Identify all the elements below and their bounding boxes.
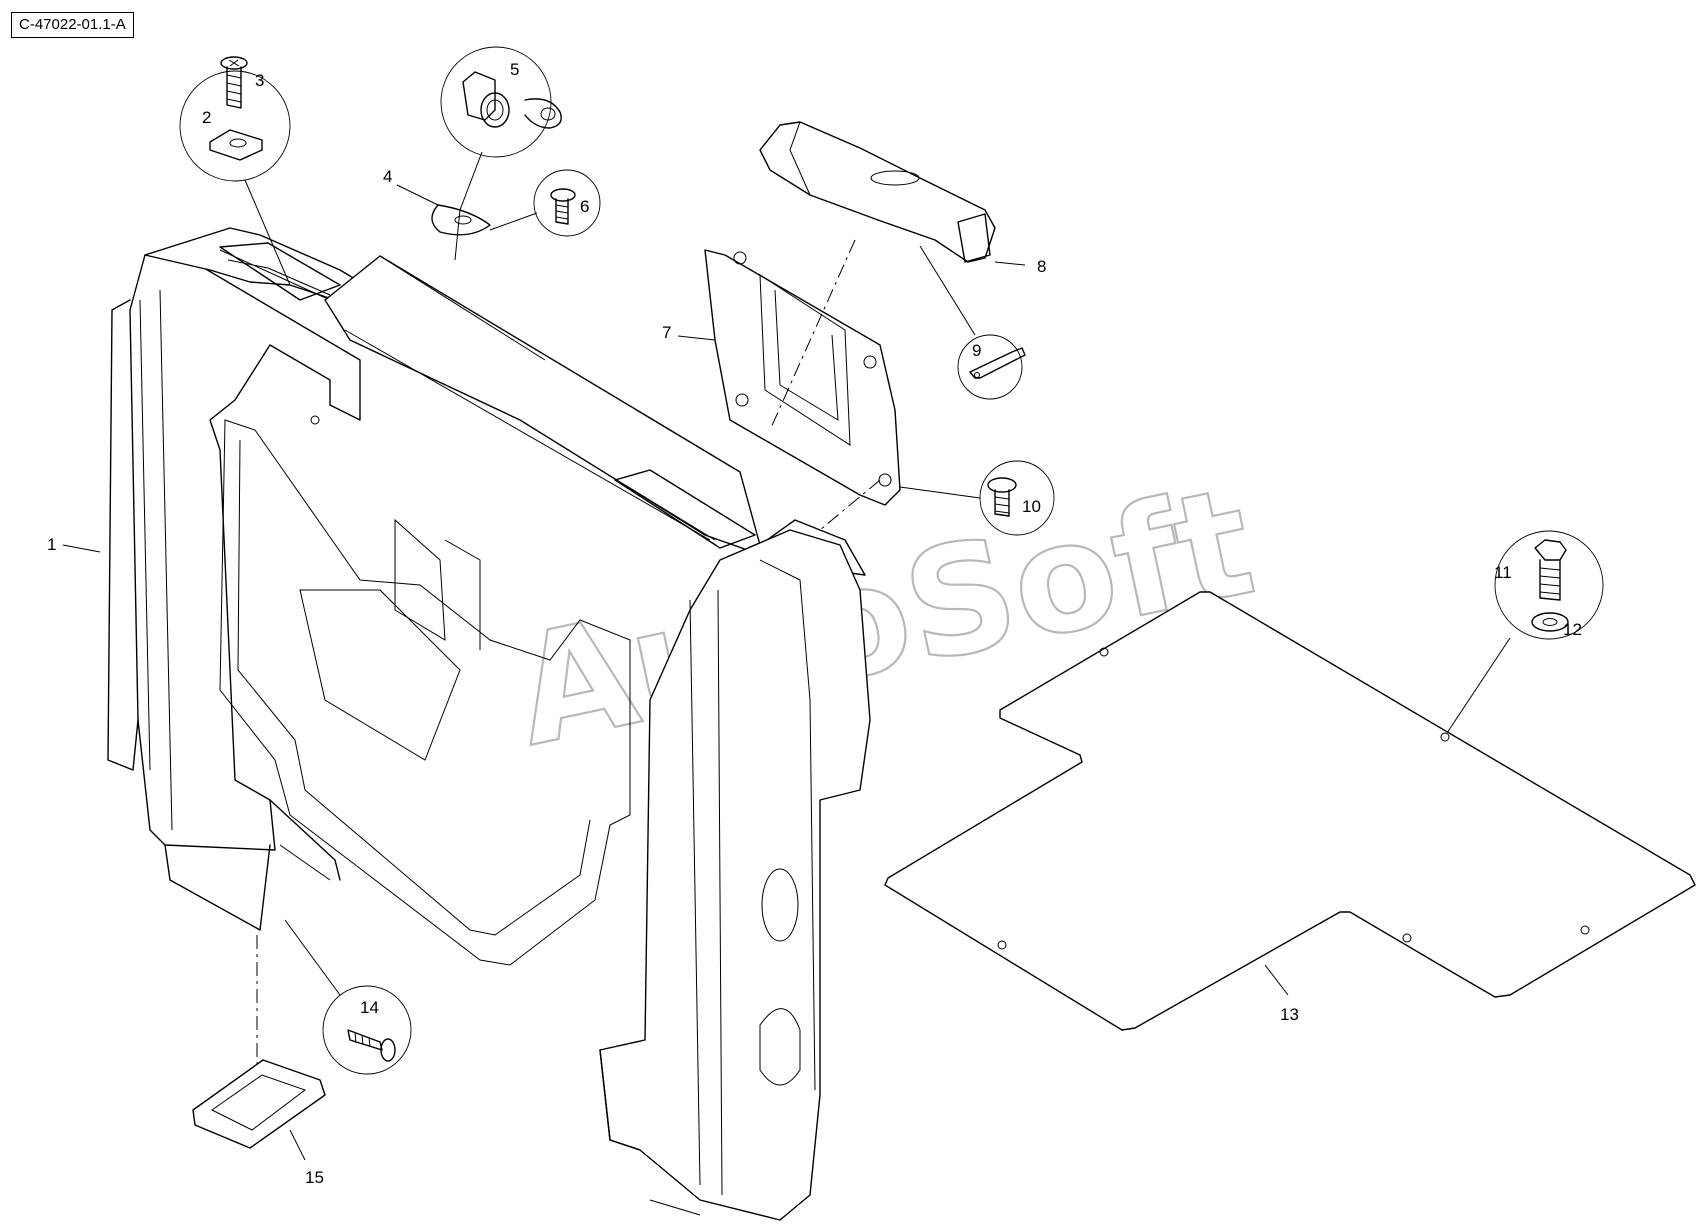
part-15-grommet[interactable] [192, 1059, 326, 1149]
leader-5 [454, 151, 483, 261]
leader-7 [677, 335, 716, 341]
part-label-2: 2 [202, 108, 211, 127]
leader-1 [62, 544, 101, 553]
leader-14 [284, 919, 341, 996]
leader-8 [994, 261, 1026, 266]
drawing-reference: C-47022-01.1-A [11, 12, 134, 38]
part-label-11: 11 [1494, 563, 1512, 582]
part-13-floor-mat[interactable] [884, 591, 1696, 1031]
centerline-7 [819, 479, 881, 531]
leader-11-12 [1446, 637, 1511, 734]
part-1-main-panel[interactable] [107, 227, 871, 1221]
leader-4 [396, 184, 439, 206]
part-7-bezel-frame[interactable] [704, 249, 901, 506]
leader-6 [489, 212, 538, 231]
leader-2-3 [244, 179, 291, 286]
leader-15 [289, 1129, 306, 1161]
part-label-12: 12 [1563, 620, 1582, 639]
part-label-3: 3 [255, 71, 264, 90]
part-label-6: 6 [580, 197, 589, 216]
part-2-3-detail[interactable] [179, 56, 291, 182]
part-14-screw-detail[interactable] [322, 985, 412, 1075]
part-4-washer[interactable] [431, 204, 491, 236]
part-8-handle[interactable] [759, 121, 996, 263]
part-label-14: 14 [360, 998, 379, 1017]
leader-9 [919, 245, 976, 336]
part-6-screw-detail[interactable] [533, 169, 601, 237]
part-label-7: 7 [662, 323, 671, 342]
part-label-9: 9 [972, 341, 981, 360]
part-label-15: 15 [305, 1168, 324, 1187]
part-11-12-bolt-detail[interactable] [1494, 530, 1604, 640]
centerline-8 [769, 239, 856, 431]
part-label-8: 8 [1037, 257, 1046, 276]
part-label-10: 10 [1022, 497, 1041, 516]
leader-10 [899, 486, 981, 499]
part-5-socket-detail[interactable] [440, 46, 562, 158]
part-10-screw-detail[interactable] [979, 460, 1055, 536]
part-label-5: 5 [510, 60, 519, 79]
leader-13 [1264, 964, 1289, 996]
part-9-clip-detail[interactable] [957, 334, 1026, 400]
part-label-4: 4 [383, 167, 392, 186]
part-label-1: 1 [47, 535, 56, 554]
part-label-13: 13 [1280, 1005, 1299, 1024]
